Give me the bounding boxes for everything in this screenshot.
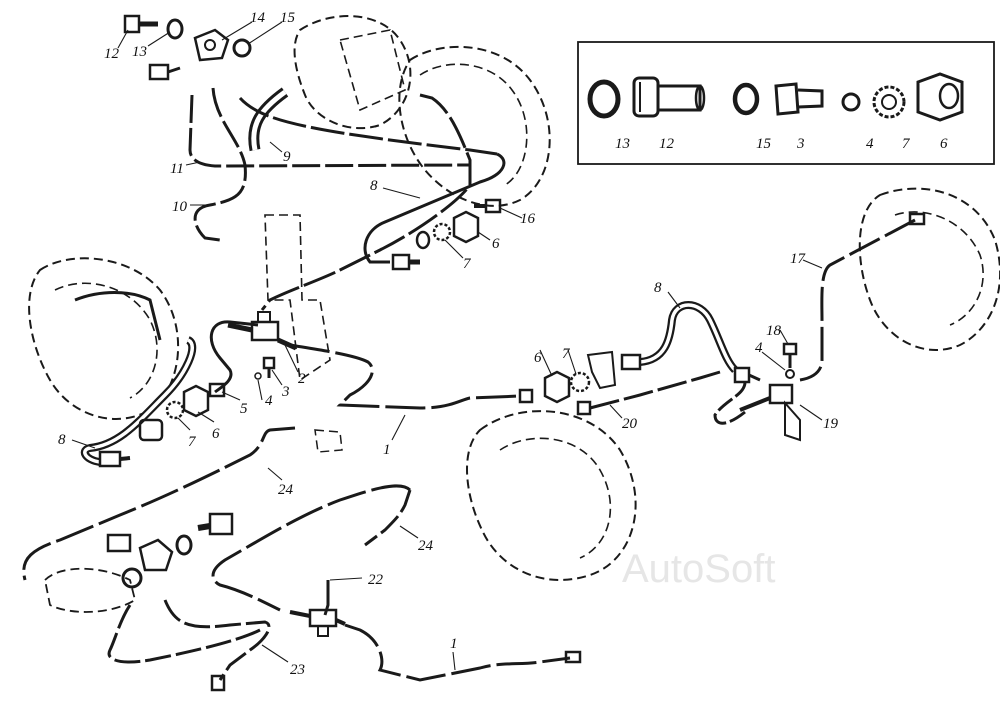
washer-bottom bbox=[175, 534, 193, 556]
callout-4-right: 4 bbox=[755, 340, 763, 356]
inset-ring-4 bbox=[841, 92, 861, 112]
inset-frame bbox=[577, 41, 995, 165]
callout-12: 12 bbox=[104, 46, 120, 62]
callout-22: 22 bbox=[368, 572, 384, 588]
callout-8-left: 8 bbox=[58, 432, 66, 448]
washer-bottom-2 bbox=[121, 567, 143, 589]
fitting-23-end bbox=[210, 674, 226, 692]
fitting-16 bbox=[474, 198, 502, 214]
frame-bracket bbox=[264, 214, 331, 382]
bolt-bottom bbox=[197, 512, 234, 536]
inset-washer-15 bbox=[732, 82, 760, 116]
fitting-right-lower bbox=[733, 366, 761, 384]
nut-6-top bbox=[452, 210, 480, 244]
left-brake-drum bbox=[28, 257, 180, 420]
callout-24-lower: 24 bbox=[418, 538, 434, 554]
tee-19 bbox=[739, 383, 801, 442]
callout-8-top: 8 bbox=[370, 178, 378, 194]
bottom-right-brake-drum bbox=[466, 410, 637, 581]
fitting-17-top bbox=[908, 212, 926, 226]
inset-lockwasher-7 bbox=[872, 85, 906, 119]
tee-2 bbox=[227, 311, 298, 351]
callout-6-top: 6 bbox=[492, 236, 500, 252]
inset-bolt-12 bbox=[632, 76, 706, 118]
callout-1-lower: 1 bbox=[450, 636, 458, 652]
washer-4-left bbox=[254, 372, 262, 380]
callout-5: 5 bbox=[240, 401, 248, 417]
washer-15 bbox=[232, 38, 252, 58]
callout-9: 9 bbox=[283, 149, 291, 165]
callout-17: 17 bbox=[790, 251, 807, 267]
tee-bottom-center bbox=[289, 608, 346, 637]
brake-pipes bbox=[22, 87, 916, 682]
bolt-3 bbox=[262, 356, 276, 378]
callout-7-top: 7 bbox=[463, 256, 472, 272]
callout-14: 14 bbox=[250, 10, 266, 26]
inset-label-15: 15 bbox=[756, 136, 772, 152]
inset-label-13: 13 bbox=[615, 136, 630, 152]
inset-label-6: 6 bbox=[940, 136, 948, 152]
tee-bottom bbox=[138, 538, 174, 572]
callout-7-right: 7 bbox=[562, 346, 571, 362]
callout-11: 11 bbox=[170, 161, 184, 177]
inset-washer-13 bbox=[587, 79, 621, 119]
detail-inset: 13 12 15 3 4 7 6 bbox=[577, 41, 995, 165]
fittings bbox=[44, 14, 926, 692]
inset-fitting-3 bbox=[774, 82, 824, 116]
callout-4-left: 4 bbox=[265, 393, 273, 409]
callout-6-right: 6 bbox=[534, 350, 542, 366]
washer-top bbox=[415, 230, 431, 250]
callout-1-upper: 1 bbox=[383, 442, 391, 458]
lockwasher-7-right bbox=[569, 371, 591, 393]
hose-end-right bbox=[620, 353, 642, 371]
right-brake-drum bbox=[858, 187, 1000, 351]
tee-14 bbox=[193, 28, 230, 62]
callout-16: 16 bbox=[520, 211, 536, 227]
callout-7-left: 7 bbox=[188, 434, 197, 450]
bracket-left bbox=[314, 429, 343, 453]
switch-bottom bbox=[106, 533, 132, 553]
callout-13: 13 bbox=[132, 44, 147, 60]
callout-19: 19 bbox=[823, 416, 839, 432]
sleeve-left bbox=[138, 418, 164, 442]
fitting-bottom-end bbox=[564, 650, 582, 664]
fitting-left-pipe-1 bbox=[518, 388, 534, 404]
bolt-18 bbox=[782, 342, 798, 368]
stop-switch bbox=[148, 63, 181, 81]
master-cylinder-bottom bbox=[44, 567, 137, 613]
inset-label-4: 4 bbox=[866, 136, 874, 152]
washer-13 bbox=[166, 18, 184, 40]
inset-label-3: 3 bbox=[796, 136, 805, 152]
callout-3: 3 bbox=[281, 384, 290, 400]
inset-label-7: 7 bbox=[902, 136, 911, 152]
washer-4-right bbox=[785, 369, 795, 379]
callout-6-left: 6 bbox=[212, 426, 220, 442]
callout-18: 18 bbox=[766, 323, 782, 339]
lockwasher-7-left bbox=[165, 400, 185, 420]
callout-23: 23 bbox=[290, 662, 305, 678]
leader-lines bbox=[71, 21, 823, 671]
inset-label-12: 12 bbox=[659, 136, 675, 152]
callout-2: 2 bbox=[298, 371, 306, 387]
watermark: AutoSoft bbox=[622, 547, 775, 591]
hose-end-top bbox=[391, 253, 420, 271]
bolt-12 bbox=[123, 14, 158, 34]
inset-nut-6 bbox=[916, 72, 964, 122]
callout-15: 15 bbox=[280, 10, 296, 26]
hose-end-5 bbox=[208, 382, 226, 398]
callout-labels: 12 13 14 15 11 10 9 8 16 6 7 2 3 4 5 8 7… bbox=[58, 10, 839, 678]
nut-6-right bbox=[543, 370, 571, 404]
top-right-brake-drum bbox=[398, 45, 551, 207]
callout-20: 20 bbox=[622, 416, 638, 432]
lockwasher-7-top bbox=[432, 222, 452, 242]
master-cylinder-housing bbox=[293, 15, 412, 130]
callout-10: 10 bbox=[172, 199, 188, 215]
callout-24-upper: 24 bbox=[278, 482, 294, 498]
hose-end-left-8 bbox=[98, 450, 131, 468]
callout-8-right: 8 bbox=[654, 280, 662, 296]
fitting-pipe-20 bbox=[576, 400, 592, 416]
bracket-right bbox=[586, 350, 617, 390]
nut-6-left bbox=[182, 384, 210, 418]
